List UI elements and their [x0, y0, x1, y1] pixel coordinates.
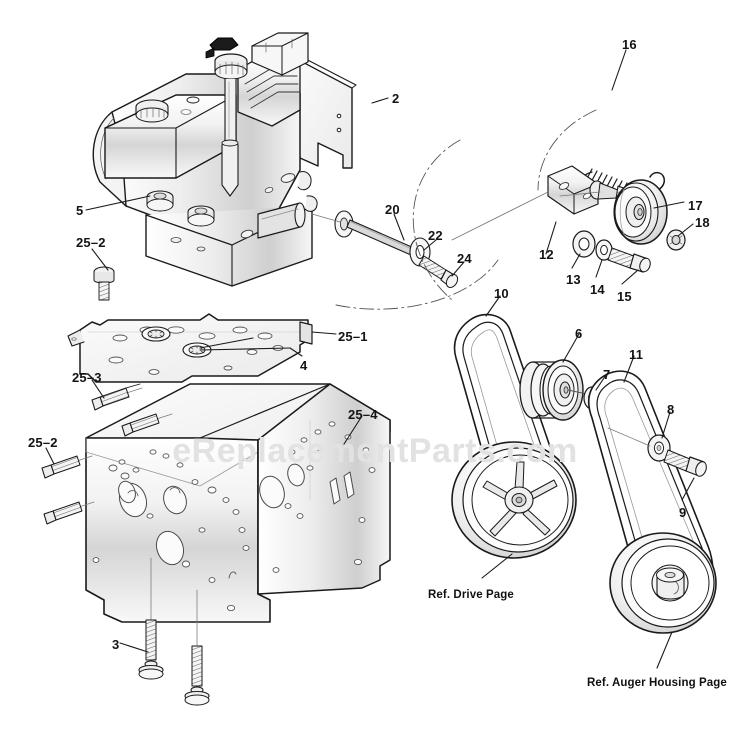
callout-14: 14	[590, 282, 605, 297]
bolt-25-2-left-b	[43, 501, 95, 525]
callout-9: 9	[679, 505, 687, 520]
bolt-25-3-a	[91, 383, 143, 411]
washer-13	[572, 230, 596, 258]
callout-25-3: 25–3	[72, 370, 102, 385]
callout-15: 15	[617, 289, 632, 304]
idler-bracket-12	[547, 165, 599, 215]
callout-24: 24	[457, 251, 472, 266]
spacer-rod-20	[334, 210, 415, 256]
callout-22: 22	[428, 228, 443, 243]
leader-lines	[45, 49, 695, 669]
engine-pulley-6	[519, 359, 597, 421]
callout-25-1: 25–1	[338, 329, 368, 344]
frame-chassis	[85, 383, 391, 623]
ref-drive-page: Ref. Drive Page	[428, 589, 514, 601]
callout-25-4: 25–4	[348, 407, 378, 422]
callout-18: 18	[695, 215, 710, 230]
bolt-15	[607, 247, 651, 273]
bolt-9	[663, 449, 707, 477]
callout-20: 20	[385, 202, 400, 217]
callout-8: 8	[667, 402, 675, 417]
nut-18	[666, 229, 686, 251]
engine-assembly	[92, 32, 357, 287]
callout-16: 16	[622, 37, 637, 52]
bolt-25-2-top	[93, 266, 115, 301]
bolt-25-2-left-a	[41, 455, 93, 479]
callout-6: 6	[575, 326, 583, 341]
callout-25-2-left: 25–2	[28, 435, 58, 450]
carriage-bolt-3-a	[138, 557, 164, 680]
callout-17: 17	[688, 198, 703, 213]
callout-10: 10	[494, 286, 509, 301]
callout-5: 5	[76, 203, 84, 218]
callout-25-2-top: 25–2	[76, 235, 106, 250]
bolt-24	[418, 255, 459, 289]
bolt-25-3-b	[121, 413, 173, 437]
callout-13: 13	[566, 272, 581, 287]
callout-11: 11	[629, 347, 644, 362]
engine-mount-boss	[146, 190, 174, 212]
auger-pulley	[609, 532, 717, 634]
idler-pulley-17	[613, 179, 668, 245]
drive-pulley	[451, 441, 577, 559]
splined-grommet	[141, 326, 171, 342]
callout-7: 7	[603, 367, 611, 382]
callout-2: 2	[392, 91, 400, 106]
belt-cover-plate	[67, 313, 313, 383]
engine-mount-boss-2	[187, 205, 215, 227]
callout-3: 3	[112, 637, 120, 652]
callout-12: 12	[539, 247, 554, 262]
ref-auger-housing-page: Ref. Auger Housing Page	[587, 677, 727, 689]
callout-4: 4	[300, 358, 308, 373]
washer-8	[647, 434, 671, 462]
carriage-bolt-3-b	[184, 589, 210, 706]
